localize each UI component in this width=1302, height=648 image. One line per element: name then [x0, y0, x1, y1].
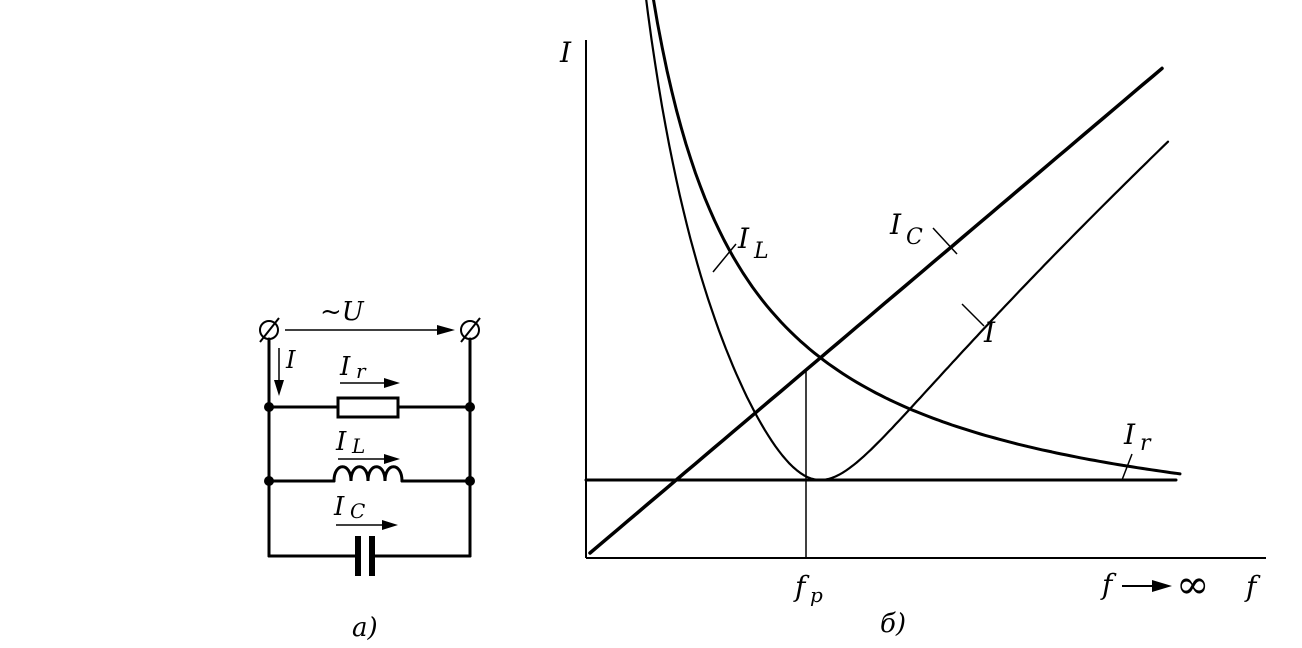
voltage-label: ~U: [320, 297, 365, 327]
svg-text:C: C: [906, 225, 923, 250]
svg-text:r: r: [1140, 431, 1152, 456]
infinity-f-label: f: [1100, 568, 1117, 601]
resistor-branch: [264, 378, 475, 419]
caption-b: б): [880, 609, 906, 639]
resonance-frequency-symbol: f: [793, 570, 810, 603]
supply-current-label: I: [285, 346, 296, 374]
label-I: I: [961, 303, 996, 349]
capacitor-branch: [267, 520, 472, 576]
inductor-current-subscript: L: [351, 434, 365, 458]
label-Ir: I r: [1121, 418, 1152, 481]
capacitor-current-symbol: I: [333, 492, 345, 522]
svg-text:I: I: [983, 316, 996, 349]
infinity-arrow: [1122, 580, 1172, 592]
svg-text:I: I: [737, 222, 750, 255]
curve-total-current: [645, 0, 1170, 482]
resonance-plot: I f f p f ∞ I L I C I: [559, 0, 1266, 639]
svg-text:L: L: [753, 239, 769, 264]
svg-text:I: I: [1123, 418, 1136, 451]
voltage-arrow: [285, 325, 455, 335]
inductor-current-symbol: I: [335, 427, 347, 457]
label-IC: I C: [889, 208, 958, 255]
resonance-frequency-subscript: p: [810, 583, 823, 607]
inductor: [332, 465, 404, 483]
caption-a: a): [352, 613, 378, 643]
parallel-circuit: ~U I I r: [259, 297, 481, 643]
infinity-symbol: ∞: [1176, 562, 1209, 608]
x-axis-label: f: [1244, 570, 1261, 603]
supply-current-arrow: [274, 348, 284, 396]
y-axis-label: I: [559, 36, 572, 69]
curve-capacitor-current: [588, 66, 1164, 555]
capacitor-current-subscript: C: [350, 499, 365, 523]
label-IL: I L: [712, 222, 769, 273]
svg-text:I: I: [889, 208, 902, 241]
curve-inductor-current: [652, 0, 1182, 476]
inductor-branch: [264, 454, 475, 486]
resistor: [336, 396, 400, 419]
resistor-current-symbol: I: [339, 352, 351, 382]
resistor-current-subscript: r: [356, 359, 367, 383]
